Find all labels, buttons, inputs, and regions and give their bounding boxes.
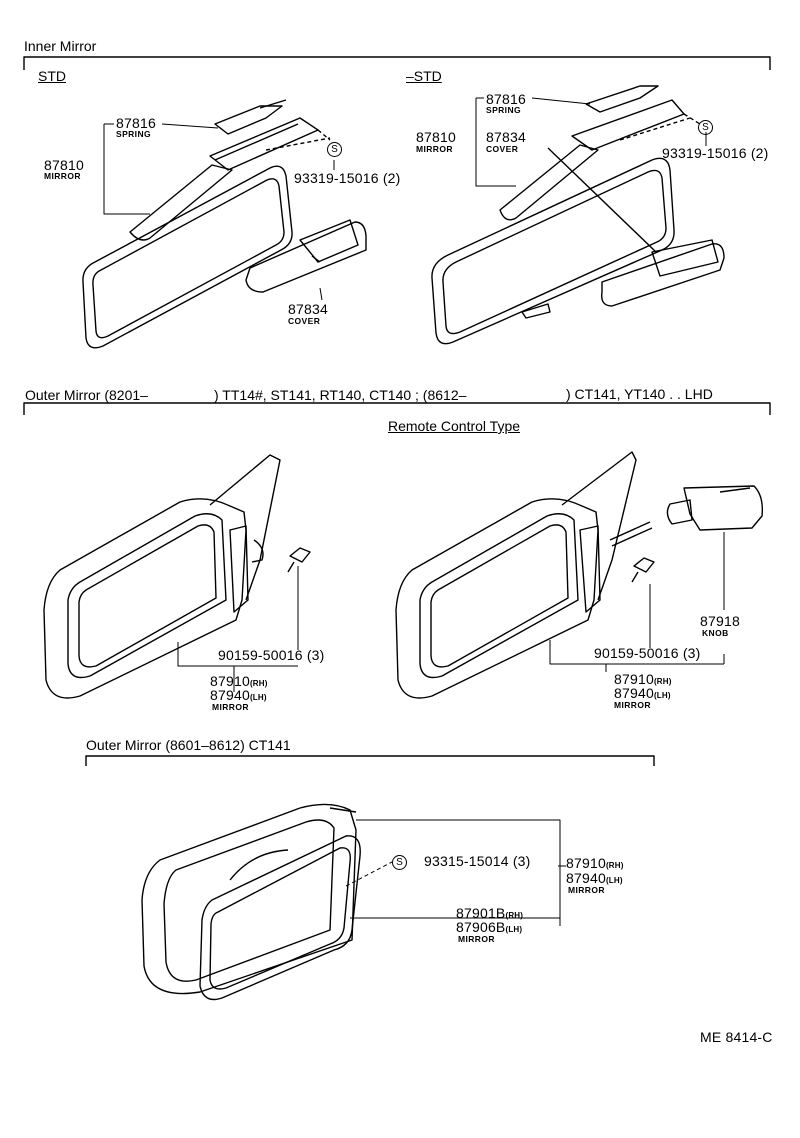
std-mirror-name: MIRROR [44,171,81,181]
lower-assy-name: MIRROR [568,885,605,895]
leader-lines [103,97,725,926]
std-spring-name: SPRING [116,129,151,139]
nonstd-spring-number: 87816 [486,91,526,107]
outer-mirror-title-a: Outer Mirror (8201– [25,387,148,403]
nonstd-mirror-name: MIRROR [416,144,453,154]
nonstd-s-mark: S [698,118,716,135]
outer-mirror-left-drawing [43,454,311,699]
lower-screw-number: 93315-15014 (3) [424,853,531,869]
left-lh-number: 87940(LH) [210,687,267,703]
std-spring-number: 87816 [116,115,156,131]
lower-glass-name: MIRROR [458,934,495,944]
nonstd-cover-name: COVER [486,144,519,154]
nonstd-mirror-number: 87810 [416,129,456,145]
inner-mirror-title: Inner Mirror [24,38,97,54]
std-mirror-number: 87810 [44,157,84,173]
outer-mirror-title-b: ) TT14#, ST141, RT140, CT140 ; (8612– [214,387,467,403]
std-cover-name: COVER [288,316,321,326]
nonstd-label: –STD [406,68,442,84]
std-label: STD [38,68,66,84]
right-rh-number: 87910(RH) [614,671,672,687]
inner-mirror-std-drawing [82,99,367,349]
lower-assy-lh-number: 87940(LH) [566,870,623,886]
lower-glass-lh-number: 87906B(LH) [456,919,523,935]
lower-assy-rh-number: 87910(RH) [566,855,624,871]
right-mirror-name: MIRROR [614,700,651,710]
outer-mirror-lower-drawing [141,803,361,1001]
section-brackets [23,56,771,766]
right-screw-number: 90159-50016 (3) [594,645,701,661]
outer-mirror-title-c: ) CT141, YT140 . . LHD [566,386,713,402]
nonstd-screw-number: 93319-15016 (2) [662,145,769,161]
right-knob-name: KNOB [702,628,729,638]
lower-glass-rh-number: 87901B(RH) [456,905,524,921]
outer-mirror-2-title: Outer Mirror (8601–8612) CT141 [86,737,291,753]
std-cover-number: 87834 [288,301,328,317]
outer-mirror-right-drawing [395,451,764,699]
lower-s-mark: S [392,853,410,870]
inner-mirror-nonstd-drawing [431,85,725,345]
left-rh-number: 87910(RH) [210,673,268,689]
remote-control-label: Remote Control Type [388,418,521,434]
std-s-mark: S [327,140,345,157]
right-lh-number: 87940(LH) [614,685,671,701]
nonstd-spring-name: SPRING [486,105,521,115]
nonstd-cover-number: 87834 [486,129,526,145]
right-knob-number: 87918 [700,613,740,629]
diagram-code: ME 8414-C [700,1029,773,1045]
left-mirror-name: MIRROR [212,702,249,712]
left-screw-number: 90159-50016 (3) [218,647,325,663]
std-screw-number: 93319-15016 (2) [294,170,401,186]
